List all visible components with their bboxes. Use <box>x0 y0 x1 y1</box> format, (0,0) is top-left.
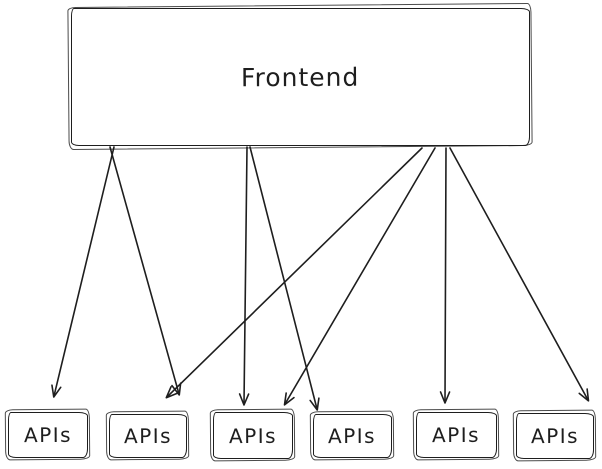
api-node-label: APIs <box>228 423 278 448</box>
arrow-frontend-to-api-3 <box>283 147 436 406</box>
arrow-frontend-to-api-1 <box>51 146 115 398</box>
api-node-6: APIs <box>516 413 594 459</box>
api-node-4: APIs <box>313 414 392 458</box>
api-node-5: APIs <box>416 412 497 458</box>
api-node-label: APIs <box>432 422 481 448</box>
arrow-frontend-to-api-6 <box>449 147 590 402</box>
api-node-label: APIs <box>530 423 580 449</box>
api-node-2: APIs <box>109 414 187 458</box>
arrow-frontend-to-api-5 <box>439 147 451 404</box>
frontend-node: Frontend <box>71 8 530 146</box>
arrow-frontend-to-api-4 <box>249 146 320 411</box>
api-node-label: APIs <box>23 422 73 448</box>
arrow-frontend-to-api-2 <box>165 147 423 399</box>
api-node-3: APIs <box>213 412 293 459</box>
api-node-label: APIs <box>123 423 173 449</box>
api-node-label: APIs <box>328 423 377 449</box>
frontend-node-label: Frontend <box>241 62 360 92</box>
arrow-frontend-to-api-2 <box>109 146 182 396</box>
arrow-frontend-to-api-3 <box>238 146 250 406</box>
api-node-1: APIs <box>8 412 88 458</box>
